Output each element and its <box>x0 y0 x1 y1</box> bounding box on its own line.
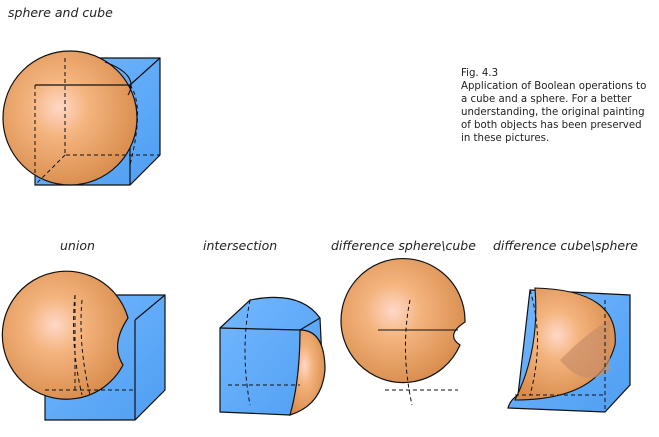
top-label: sphere and cube <box>8 5 113 20</box>
sphere-shape <box>2 50 138 186</box>
union-drawing <box>1 270 166 421</box>
difference-sphere-cube-drawing <box>340 257 466 406</box>
sphere-and-cube-drawing <box>2 50 161 186</box>
figure-caption-text: Application of Boolean operations to a c… <box>461 81 647 144</box>
panel-label-difference-cube-sphere: difference cube\sphere <box>493 238 638 253</box>
panel-label-intersection: intersection <box>203 238 278 253</box>
intersection-drawing <box>219 296 326 416</box>
figure-number: Fig. 4.3 <box>461 68 499 79</box>
difference-cube-sphere-drawing <box>507 287 631 413</box>
panel-label-union: union <box>60 238 95 253</box>
panel-label-difference-sphere-cube: difference sphere\cube <box>331 238 476 253</box>
figure-caption: Fig. 4.3 Application of Boolean operatio… <box>461 67 651 145</box>
